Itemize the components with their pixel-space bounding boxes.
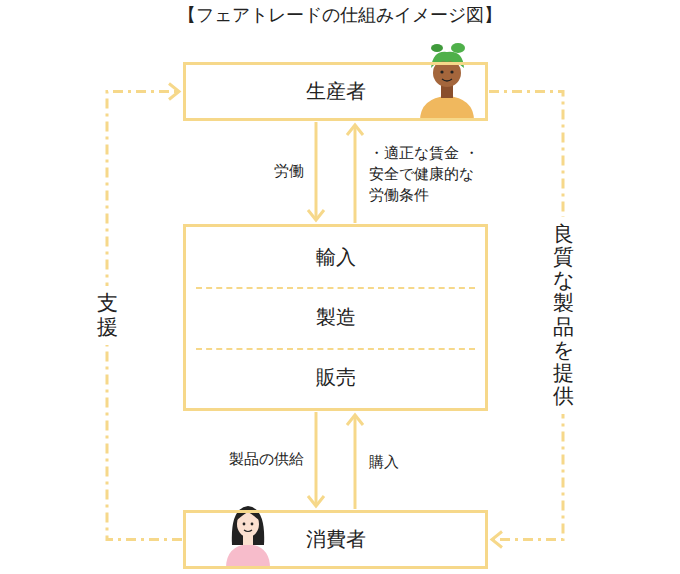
dashed-divider — [196, 287, 475, 289]
arrow-label: 労働 — [274, 161, 304, 182]
flow-arrow — [308, 122, 324, 220]
box-section: 輸入 — [186, 227, 485, 287]
box-section: 販売 — [186, 348, 485, 408]
producer-figure — [420, 43, 474, 121]
dashed-divider — [196, 348, 475, 350]
box-label: 生産者 — [306, 78, 366, 105]
flow-arrow — [308, 412, 324, 506]
box-section: 製造 — [186, 287, 485, 347]
box-label: 販売 — [316, 364, 356, 391]
flow-arrow — [347, 415, 363, 509]
box-label: 輸入 — [316, 244, 356, 271]
box-label: 製造 — [316, 304, 356, 331]
process-box: 生産者 — [183, 62, 488, 121]
process-box: 消費者 — [183, 510, 488, 569]
box-section: 消費者 — [186, 513, 485, 566]
vertical-label: 支援 — [95, 286, 120, 344]
arrow-label: 製品の供給 — [229, 449, 304, 470]
process-box: 輸入製造販売 — [183, 224, 488, 411]
box-section: 生産者 — [186, 65, 485, 118]
arrow-label: 購入 — [369, 452, 399, 473]
vertical-label: 良質な製品を提供 — [551, 217, 576, 414]
diagram-title: 【フェアトレードの仕組みイメージ図】 — [0, 3, 680, 27]
arrow-label: ・適正な賃金 ・安全で健康的な 労働条件 — [369, 143, 499, 206]
box-label: 消費者 — [306, 526, 366, 553]
consumer-figure — [226, 506, 270, 568]
flow-arrow — [347, 125, 363, 223]
